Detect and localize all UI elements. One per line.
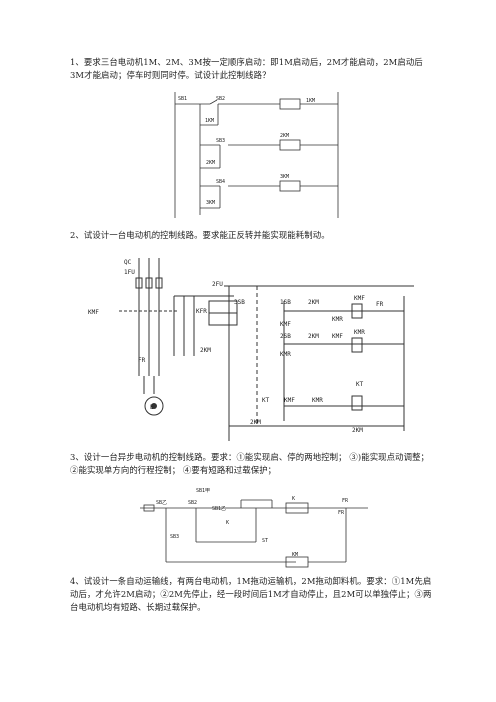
figure-2-braking-circuit: QC 1FU KMF KFR 2FU 3SB 1SB 2KM KMF FR KM… [88,258,414,441]
fig1-label: 1KM [205,118,214,124]
fig2-label: FR [376,301,384,308]
fig3-label: FR [342,498,349,504]
fig2-label: KMR [354,329,365,336]
fig2-label: KMR [280,351,291,358]
fig3-label: SB1甲 [196,488,210,494]
fig2-label: 2KM [250,419,261,426]
fig2-label: KMF [280,321,291,328]
fig2-label: KMF [354,295,365,302]
fig3-label: K [226,520,229,526]
fig3-label: FR [338,510,345,516]
fig2-label: 3SB [234,299,245,306]
fig1-label: 3KM [206,200,215,206]
fig2-label: 1SB [280,299,291,306]
fig2-label: E [150,404,154,411]
fig2-label: FR [138,357,146,364]
fig3-label: SB2 [188,500,197,506]
fig2-label: KMR [332,316,343,323]
fig2-label: KMR [312,397,323,404]
fig3-label: SB3 [170,534,179,540]
fig2-label: KMF [332,333,343,340]
fig2-label: 2KM [200,347,211,354]
fig3-label: ST [262,538,268,544]
fig2-label: KMF [88,309,99,316]
question-4: 4、试设计一条自动运输线，有两台电动机，1M拖动运输机，2M拖动卸料机。要求：①… [70,576,432,612]
fig2-label: 2KM [308,299,319,306]
figure-1-sequence-circuit: SB1 SB2 1KM 1KM SB3 2KM 2KM SB4 3KM 3KM [174,92,339,218]
fig3-label: SB乙 [156,499,167,506]
fig2-label: KFR [196,308,207,315]
fig3-label: SB1乙 [212,505,226,512]
fig2-label: 2FU [212,281,223,288]
question-2: 2、试设计一台电动机的控制线路。要求能正反转并能实现能耗制动。 [70,230,330,240]
fig1-label: 1KM [306,98,315,104]
fig2-label: KT [356,381,364,388]
fig1-label: 2KM [280,133,289,139]
fig2-label: 1FU [124,269,135,276]
fig2-label: KMF [284,397,295,404]
fig2-label: KT [262,397,270,404]
fig2-label: 2KM [352,427,363,434]
fig1-label: SB3 [216,138,225,144]
fig1-label: 3KM [280,174,289,180]
fig3-label: KM [292,552,298,558]
question-3: 3、设计一台异步电动机的控制线路。要求：①能实现启、停的两地控制； ③)能实现点… [70,452,430,475]
fig2-label: 2SB [280,333,291,340]
fig2-label: QC [124,259,132,266]
fig3-label: K [292,496,295,502]
fig1-label: SB1 [178,96,187,102]
question-1: 1、要求三台电动机1M、2M、3M按一定顺序启动：即1M启动后，2M才能启动，2… [70,57,423,80]
fig1-label: SB2 [216,96,225,102]
fig2-label: 2KM [308,333,319,340]
fig1-label: 2KM [206,160,215,166]
figure-3-two-location-circuit: SB1甲 SB乙 SB2 SB1乙 K FR K SB3 ST KM FR [140,488,368,568]
fig1-label: SB4 [216,179,225,185]
